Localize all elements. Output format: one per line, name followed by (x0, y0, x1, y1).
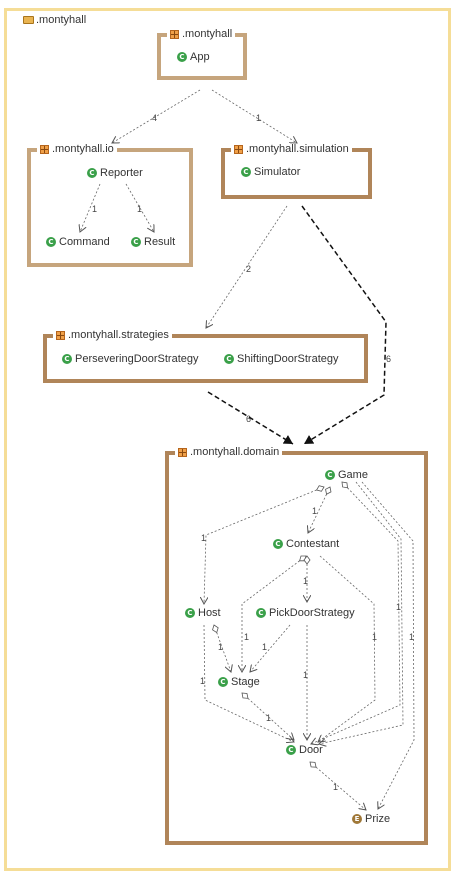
edge-contestant-door (318, 555, 376, 742)
package-icon (40, 144, 49, 154)
edge-reporter-command (80, 183, 101, 232)
class-icon: C (185, 608, 195, 618)
mult-stage-door: 1 (266, 713, 271, 723)
class-icon: C (87, 168, 97, 178)
class-result[interactable]: C Result (131, 236, 175, 248)
mult-cont-door: 1 (244, 632, 249, 642)
edge-game-door-a (311, 482, 401, 744)
package-label: .montyhall.simulation (246, 143, 349, 155)
edge-game-door-b (319, 481, 404, 744)
class-icon: C (241, 167, 251, 177)
mult-pick-stage: 1 (262, 642, 267, 652)
class-label: App (190, 51, 210, 63)
mult-app-io: 4 (152, 113, 157, 123)
root-package-tab[interactable]: .montyhall (21, 13, 91, 27)
package-io-tab: .montyhall.io (37, 143, 117, 155)
package-montyhall[interactable]: .montyhall (157, 28, 247, 80)
class-app[interactable]: C App (177, 51, 210, 63)
edge-strategies-domain (207, 391, 294, 445)
mult-game-prize: 1 (409, 632, 414, 642)
root-package-label: .montyhall (36, 14, 87, 26)
class-icon: C (177, 52, 187, 62)
class-label: PerseveringDoorStrategy (75, 353, 199, 365)
package-icon (178, 447, 187, 457)
mult-game-door-a: 1 (396, 602, 401, 612)
mult-sim-strat: 2 (246, 264, 251, 274)
mult-host-stage: 1 (218, 642, 223, 652)
mult-strat-domain: 6 (246, 414, 251, 424)
package-domain[interactable]: .montyhall.domain (165, 446, 428, 845)
class-icon: C (218, 677, 228, 687)
package-domain-tab: .montyhall.domain (175, 446, 283, 458)
package-label: .montyhall.io (52, 143, 114, 155)
package-icon (56, 330, 65, 340)
mult-app-sim: 1 (256, 113, 261, 123)
class-icon: C (325, 470, 335, 480)
mult-door-prize: 1 (333, 782, 338, 792)
class-label: Game (338, 469, 368, 481)
package-label: .montyhall.strategies (68, 329, 169, 341)
class-icon: C (62, 354, 72, 364)
class-label: Host (198, 607, 221, 619)
class-label: Command (59, 236, 110, 248)
edge-host-stage (214, 625, 231, 672)
class-host[interactable]: C Host (185, 607, 221, 619)
enum-icon: E (352, 814, 362, 824)
edge-game-host (204, 487, 324, 604)
package-label: .montyhall (182, 28, 233, 40)
edge-game-prize (361, 481, 415, 809)
package-icon (234, 144, 243, 154)
mult-game-host: 1 (201, 533, 206, 543)
class-game[interactable]: C Game (325, 469, 368, 481)
package-montyhall-tab: .montyhall (167, 28, 236, 40)
class-label: Result (144, 236, 176, 248)
class-label: Simulator (254, 166, 301, 178)
edge-simulation-domain (301, 205, 387, 445)
package-strategies-tab: .montyhall.strategies (53, 329, 172, 341)
enum-prize[interactable]: E Prize (352, 813, 390, 825)
class-icon: C (286, 745, 296, 755)
package-io[interactable]: .montyhall.io (27, 143, 193, 267)
mult-cont-door2: 1 (372, 632, 377, 642)
edge-pick-stage (250, 624, 291, 672)
class-door[interactable]: C Door (286, 744, 323, 756)
mult-rep-cmd: 1 (92, 204, 97, 214)
class-label: Prize (365, 813, 391, 825)
class-icon: C (131, 237, 141, 247)
package-simulation-tab: .montyhall.simulation (231, 143, 352, 155)
class-label: Door (299, 744, 323, 756)
edge-simulation-strategies (206, 205, 288, 328)
class-stage[interactable]: C Stage (218, 676, 260, 688)
package-icon (170, 29, 179, 39)
mult-rep-res: 1 (137, 204, 142, 214)
mult-cont-pick: 1 (303, 576, 308, 586)
mult-host-door: 1 (200, 676, 205, 686)
edge-app-simulation (211, 89, 297, 143)
mult-game-contestant: 1 (312, 506, 317, 516)
class-reporter[interactable]: C Reporter (87, 167, 143, 179)
class-persevering-door-strategy[interactable]: C PerseveringDoorStrategy (62, 353, 199, 365)
package-simulation[interactable]: .montyhall.simulation (221, 143, 372, 199)
folder-icon (23, 16, 34, 24)
root-package-frame: .montyhall (4, 8, 451, 871)
class-shifting-door-strategy[interactable]: C ShiftingDoorStrategy (224, 353, 339, 365)
edge-contestant-stage (242, 556, 306, 672)
class-command[interactable]: C Command (46, 236, 110, 248)
edge-reporter-result (125, 183, 154, 232)
mult-pick-door: 1 (303, 670, 308, 680)
edge-door-prize (310, 762, 366, 810)
class-simulator[interactable]: C Simulator (241, 166, 300, 178)
class-label: Stage (231, 676, 260, 688)
mult-sim-domain: 6 (386, 354, 391, 364)
package-strategies[interactable]: .montyhall.strategies (43, 329, 368, 383)
class-icon: C (46, 237, 56, 247)
package-label: .montyhall.domain (190, 446, 280, 458)
class-label: ShiftingDoorStrategy (237, 353, 339, 365)
class-icon: C (224, 354, 234, 364)
class-label: Reporter (100, 167, 143, 179)
edge-app-io (112, 89, 201, 143)
